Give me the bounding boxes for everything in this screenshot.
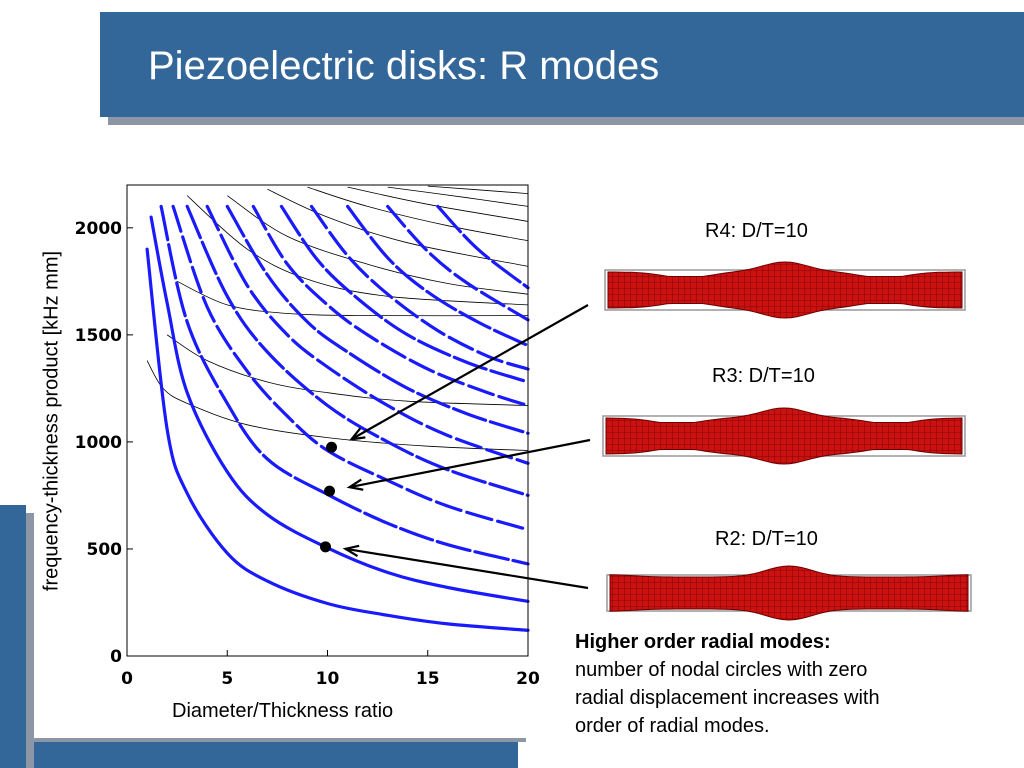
mode-point-3 [319, 541, 331, 553]
title-bar [100, 12, 1024, 117]
mode-label-r2: R2: D/T=10 [715, 528, 818, 550]
x-axis-label: Diameter/Thickness ratio [172, 700, 394, 722]
x-tick-label-2: 5 [221, 669, 233, 689]
description-line-1: number of nodal circles with zero [575, 659, 868, 681]
thin-curve-10 [427, 185, 529, 194]
description-line-3: order of radial modes. [575, 715, 770, 737]
y-axis-label-text: frequency-thickness product [kHz mm] [40, 250, 63, 592]
series-line-1 [145, 247, 530, 632]
ticks-layer: 0 5 10 15 20 0 500 1000 1500 2000 [75, 219, 540, 689]
mode-mesh-1 [607, 261, 963, 319]
bottom-accent-bar-shadow [34, 738, 526, 742]
y-tick-label-2: 500 [87, 540, 123, 560]
mode-point-1 [326, 441, 338, 453]
thin-curve-8 [347, 186, 529, 222]
y-tick-label-3: 1000 [75, 433, 122, 453]
thin-curve-4 [186, 195, 529, 306]
frequency-chart: 0 5 10 15 20 0 500 1000 1500 2000 [75, 184, 540, 689]
left-accent-bar [0, 505, 26, 768]
thin-curve-6 [267, 188, 529, 267]
mode-mesh-3 [609, 565, 969, 621]
mesh-outline-3 [606, 574, 972, 612]
left-accent-bar-shadow [26, 513, 34, 768]
series-line-2 [149, 215, 530, 603]
mode-label-r3: R3: D/T=10 [712, 365, 815, 387]
series-line-13 [436, 204, 530, 290]
mesh-outline-2 [602, 415, 966, 457]
mode-point-2 [324, 485, 336, 497]
mode-label-r4: R4: D/T=10 [705, 220, 808, 242]
thin-curve-9 [387, 186, 529, 207]
x-tick-label-3: 10 [316, 669, 340, 689]
series-line-11 [346, 204, 530, 348]
mesh-outline-1 [604, 269, 966, 311]
y-tick-label-1: 0 [110, 647, 122, 667]
series-line-12 [386, 204, 530, 322]
series-line-3 [159, 204, 530, 566]
x-tick-label-4: 15 [416, 669, 440, 689]
x-tick-label-1: 0 [121, 669, 133, 689]
mode-mesh-2 [605, 407, 963, 465]
y-tick-label-4: 1500 [75, 326, 122, 346]
series-line-8 [251, 204, 530, 408]
bottom-accent-bar [34, 742, 518, 768]
y-tick-label-5: 2000 [75, 219, 122, 239]
thin-curve-7 [307, 186, 529, 242]
series-line-4 [171, 204, 530, 532]
slide-title: Piezoelectric disks: R modes [148, 44, 660, 88]
x-tick-label-5: 20 [516, 669, 540, 689]
series-layer [145, 204, 530, 632]
description-line-2: radial displacement increases with [575, 687, 880, 709]
description: Higher order radial modes: number of nod… [575, 628, 1015, 740]
points-layer [319, 441, 338, 553]
description-heading: Higher order radial modes: [575, 631, 831, 653]
mesh-layer [602, 261, 972, 621]
